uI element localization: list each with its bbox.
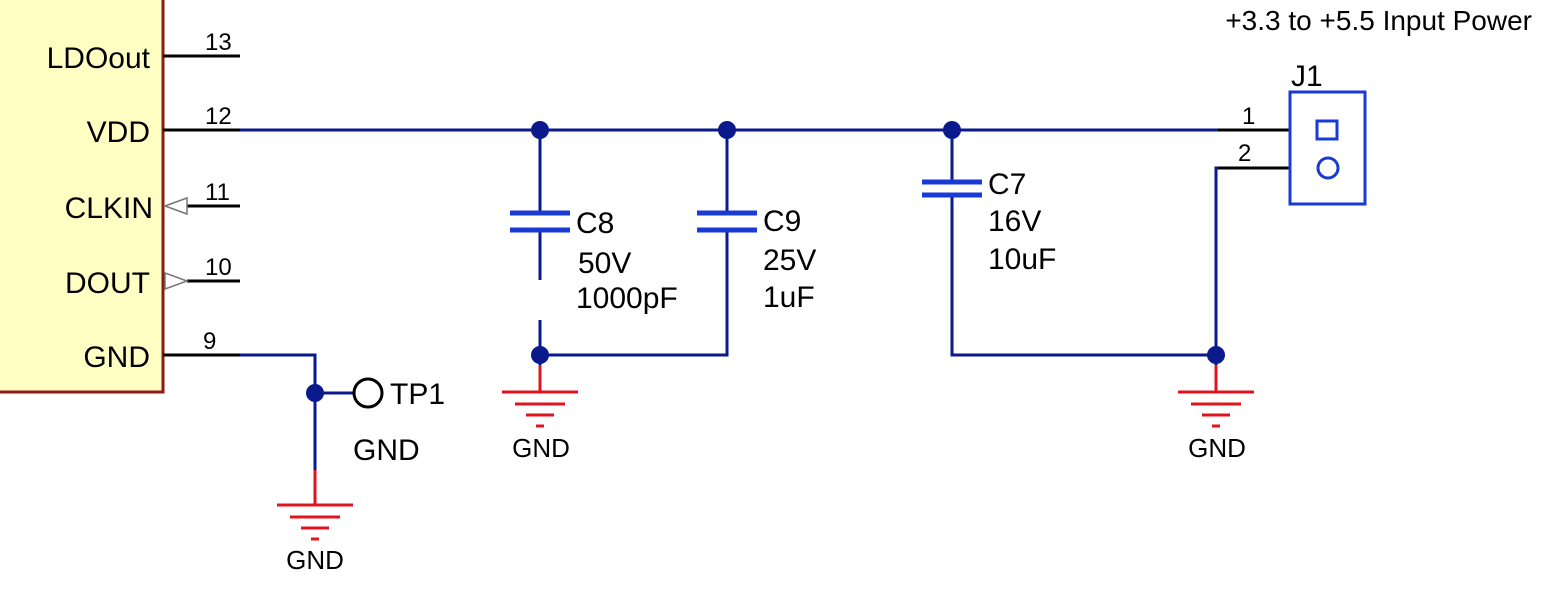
round-pad-icon (1316, 156, 1340, 180)
pin-label-clkin: CLKIN (65, 192, 153, 225)
pin-number-12: 12 (205, 103, 232, 130)
pin-clkin: CLKIN 11 (65, 179, 240, 225)
pin-number-11: 11 (205, 179, 230, 206)
wire-gnd-pin9 (240, 353, 317, 470)
capacitor-c7: C7 16V 10uF (922, 168, 1056, 276)
junctions (306, 121, 1225, 402)
schematic-title: +3.3 to +5.5 Input Power (1225, 5, 1532, 36)
output-arrow-icon (164, 271, 190, 291)
ground-symbol-2: GND (1178, 365, 1254, 463)
wire-c7-bottom (950, 240, 1216, 357)
capacitor-c8: C8 50V 1000pF (510, 160, 678, 315)
pin-dout: DOUT 10 (65, 254, 240, 300)
junction-dot (1207, 346, 1225, 364)
ground-label: GND (286, 545, 344, 575)
input-arrow-icon (162, 196, 188, 216)
pin-ldoout: LDOout 13 (47, 29, 240, 75)
capacitor-voltage: 50V (578, 247, 631, 280)
j1-pin-lines (1218, 128, 1290, 170)
wire-c9-bottom (540, 245, 729, 357)
capacitor-value: 1uF (763, 281, 815, 314)
pin-number-10: 10 (205, 254, 232, 281)
junction-dot (531, 346, 549, 364)
connector-pin-1: 1 (1242, 103, 1255, 130)
capacitor-ref: C9 (763, 205, 801, 238)
pin-vdd: VDD 12 (87, 103, 240, 149)
square-pad-icon (1315, 119, 1339, 141)
connector-body (1288, 90, 1367, 206)
ground-symbol-3: GND (277, 470, 353, 575)
pin-label-ldoout: LDOout (47, 42, 151, 75)
testpoint-ref: TP1 (390, 378, 445, 411)
capacitor-ref: C7 (988, 168, 1026, 201)
capacitor-c9: C9 25V 1uF (697, 160, 816, 314)
testpoint-tp1: TP1 GND (352, 377, 445, 467)
junction-dot (718, 121, 736, 139)
pin-label-gnd: GND (83, 341, 150, 374)
ic-body (0, 0, 165, 394)
ground-label: GND (512, 433, 570, 463)
capacitor-value: 10uF (988, 243, 1056, 276)
testpoint-net: GND (353, 434, 420, 467)
pin-gnd: GND 9 (83, 328, 240, 374)
wires (240, 128, 1218, 470)
pin-label-dout: DOUT (65, 267, 150, 300)
ic-chip: LDOout 13 VDD 12 CLKIN 11 DOUT 10 GND 9 (0, 0, 240, 394)
capacitor-value: 1000pF (576, 282, 678, 315)
capacitor-voltage: 16V (988, 205, 1041, 238)
connector-j1: J1 1 2 (1238, 60, 1367, 206)
wire-j1-pin2 (1214, 166, 1218, 392)
capacitor-voltage: 25V (763, 244, 816, 277)
ground-symbol-1: GND (502, 365, 578, 463)
pin-label-vdd: VDD (87, 116, 150, 149)
junction-dot (943, 121, 961, 139)
capacitor-ref: C8 (576, 207, 614, 240)
ground-label: GND (1188, 433, 1246, 463)
pin-number-13: 13 (205, 29, 232, 56)
junction-dot (531, 121, 549, 139)
testpoint-circle-icon (352, 377, 384, 409)
connector-ref: J1 (1291, 60, 1323, 93)
pin-number-9: 9 (203, 328, 216, 355)
junction-dot (306, 384, 324, 402)
connector-pin-2: 2 (1238, 140, 1251, 167)
